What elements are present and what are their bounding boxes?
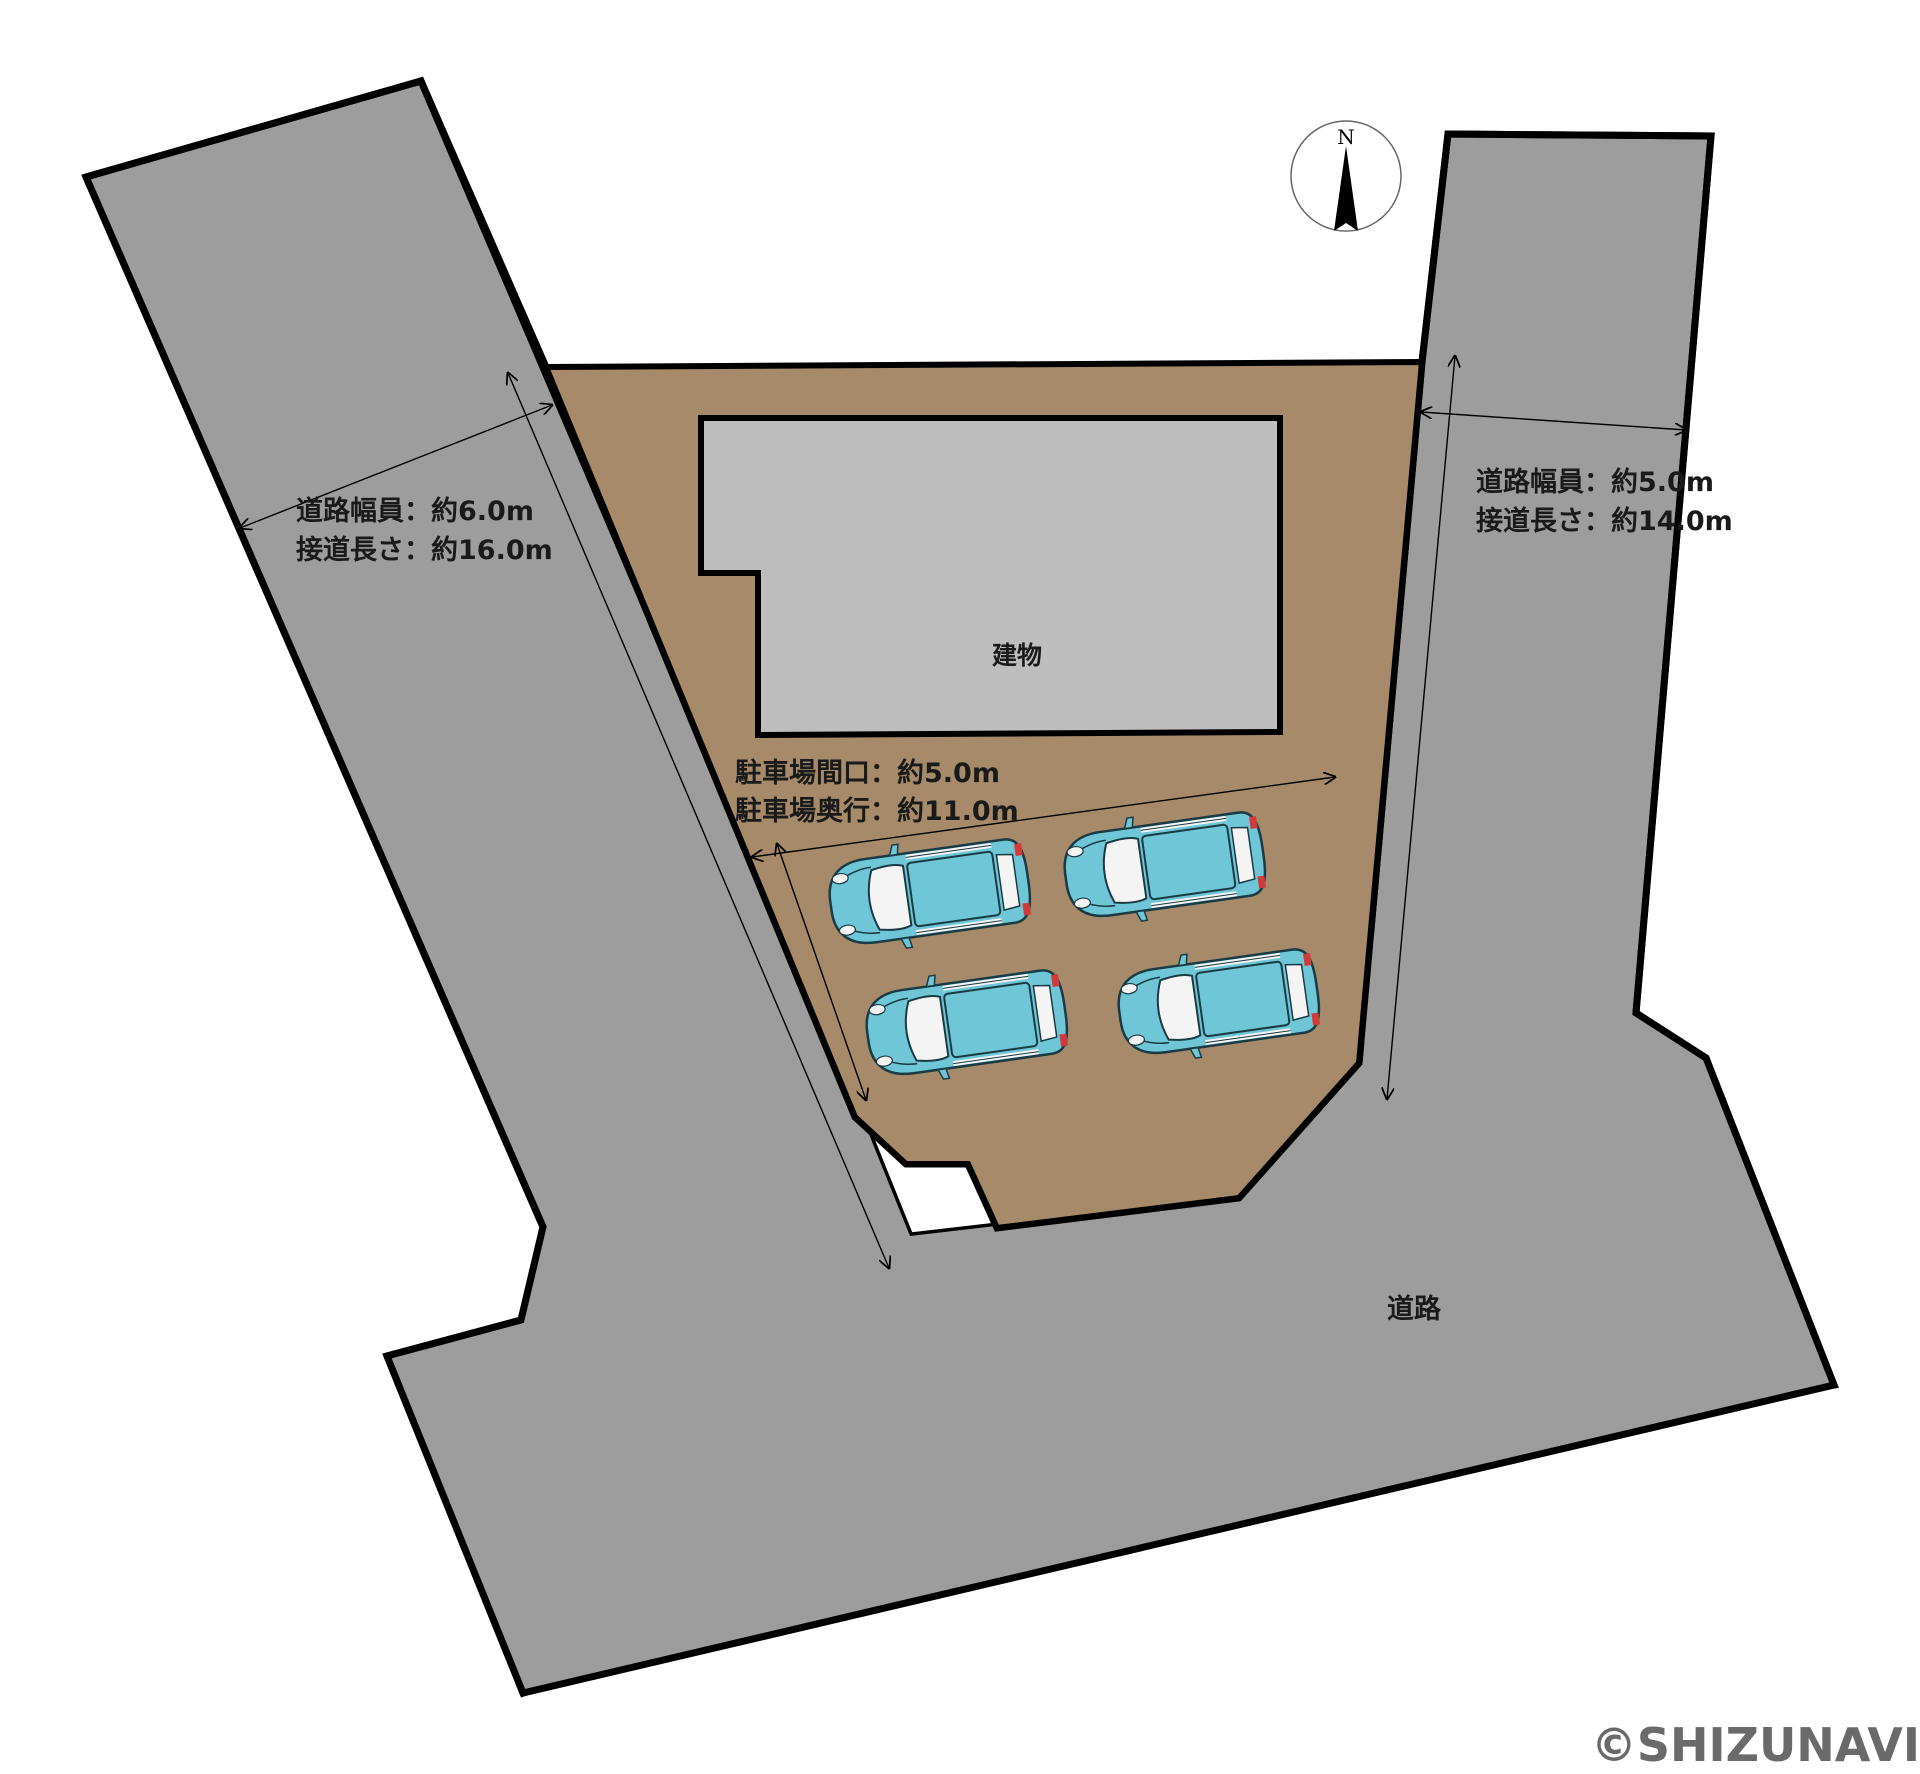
compass-label: N xyxy=(1337,125,1355,149)
building-label: 建物 xyxy=(992,641,1042,670)
parking-frontage-label: 駐車場間口：約5.0m xyxy=(735,757,1000,789)
right-road-width-arrow xyxy=(1421,412,1686,430)
bottom-road xyxy=(387,1013,1834,1693)
copyright-watermark: ©SHIZUNAVI xyxy=(1590,1718,1920,1772)
north-compass: N xyxy=(1290,120,1402,232)
left-road-frontage-label: 接道長さ：約16.0m xyxy=(296,534,553,566)
road-label: 道路 xyxy=(1387,1293,1442,1325)
parking-depth-arrow xyxy=(777,844,866,1100)
left-road-width-label: 道路幅員：約6.0m xyxy=(296,495,534,527)
right-road-width-label: 道路幅員：約5.0m xyxy=(1476,466,1714,498)
left-road-frontage-arrow xyxy=(508,373,889,1268)
north-arrow-icon xyxy=(1334,146,1358,231)
right-road-frontage-label: 接道長さ：約14.0m xyxy=(1476,505,1733,537)
parking-depth-label: 駐車場奥行：約11.0m xyxy=(735,795,1019,827)
building xyxy=(698,415,1283,739)
right-road-frontage-arrow xyxy=(1387,356,1455,1099)
left-road-width-arrow xyxy=(240,405,552,528)
